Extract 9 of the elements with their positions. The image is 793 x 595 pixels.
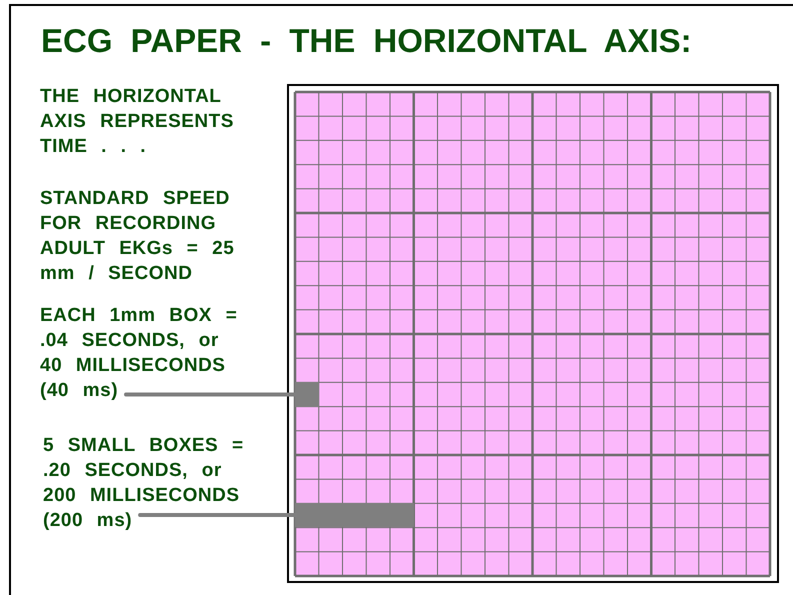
shaded-small-box: [295, 382, 319, 407]
leader-line: [138, 512, 297, 517]
shaded-five-boxes: [295, 503, 414, 527]
leader-line: [124, 392, 297, 396]
note-text: THE HORIZONTAL AXIS REPRESENTS TIME . . .: [40, 85, 235, 159]
callout-text: 5 SMALL BOXES = .20 SECONDS, or 200 MILLISECONDS (200 ms): [43, 435, 244, 531]
title: ECG PAPER - THE HORIZONTAL AXIS:: [41, 24, 692, 57]
note-text: STANDARD SPEED FOR RECORDING ADULT EKGs = 25 mm / SECOND: [40, 187, 236, 286]
callout-text: EACH 1mm BOX = .04 SECONDS, or 40 MILLISECONDS (40 ms): [40, 305, 238, 401]
